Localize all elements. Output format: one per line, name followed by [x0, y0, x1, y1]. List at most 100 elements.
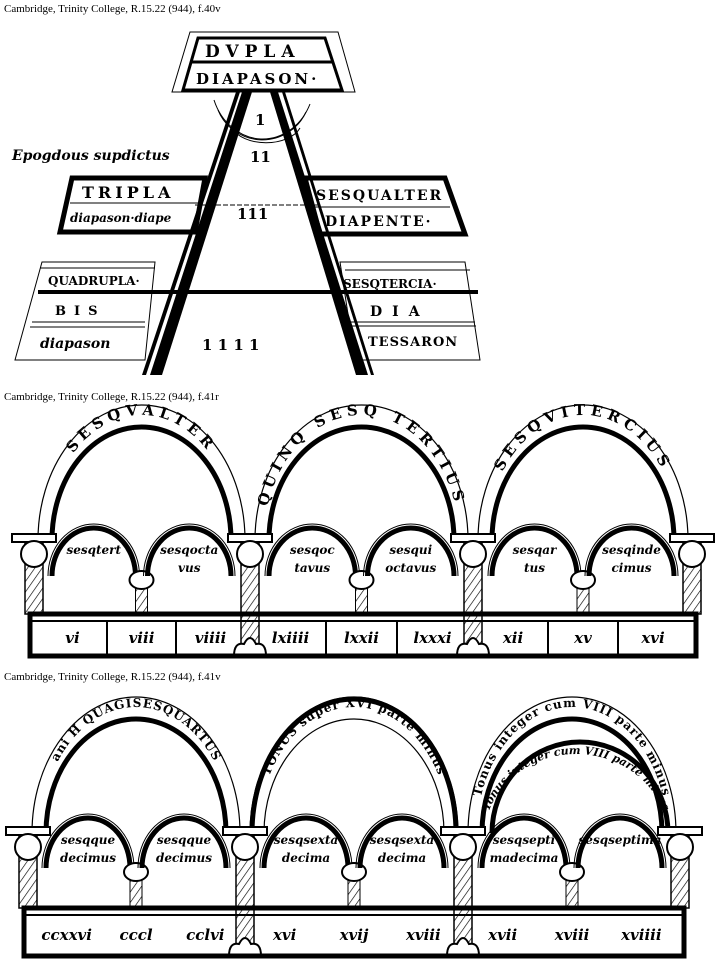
- small-arch-label: madecima: [490, 851, 559, 865]
- big-arch-outer: [37, 404, 246, 541]
- small-arch-inner: [266, 525, 358, 577]
- small-arch-label: sesqocta: [160, 543, 218, 557]
- big-arch-outer: [477, 404, 689, 541]
- text-path: [259, 707, 449, 833]
- small-arch-label: sesqque: [157, 833, 212, 847]
- figure-caption-f41v: Cambridge, Trinity College, R.15.22 (944…: [4, 671, 221, 683]
- top-box: DVPLA DIAPASON·: [171, 31, 356, 93]
- small-arch-inner: [586, 525, 677, 577]
- top-box-line-1: DVPLA: [205, 42, 301, 62]
- small-arch-label: octavus: [385, 561, 436, 575]
- base-numeral: xvi: [640, 629, 665, 647]
- pyramid-diagram: DVPLA DIAPASON· 1 11 111 1 1 1 1 Epogdou…: [11, 31, 481, 375]
- base-numeral: viiii: [195, 629, 227, 647]
- small-arch-label: tavus: [294, 561, 330, 575]
- right-lower-line-2: DIA: [370, 304, 430, 320]
- small-arch-label: decimus: [156, 851, 212, 865]
- column-capital: [14, 833, 42, 861]
- left-middle-line-2: diapason·diape: [70, 211, 172, 225]
- small-arch-outer: [47, 523, 140, 577]
- column-capital: [666, 833, 694, 861]
- big-arch-label-text: QUINQ SESQ TERTIUS: [254, 401, 464, 508]
- small-arch-outer: [259, 813, 353, 869]
- right-lower-box: SESQTERCIA· DIA TESSARON: [339, 261, 481, 361]
- small-arch-outer: [363, 523, 459, 577]
- big-arch-label: TONUS super XVI parte minus: [259, 696, 449, 777]
- small-arch-outer: [137, 813, 231, 869]
- big-arch-thick: [249, 696, 459, 834]
- big-arch-inner: [49, 424, 234, 541]
- big-arch-label: QUINQ SESQ TERTIUS: [254, 401, 469, 508]
- column-capital: [449, 833, 477, 861]
- base-numeral: cclvi: [186, 926, 225, 944]
- big-arch-inner: [43, 716, 229, 834]
- big-arch-inner: [263, 718, 445, 834]
- small-arch-inner: [575, 815, 665, 869]
- small-arch-inner: [49, 525, 138, 577]
- small-arch-outer: [41, 813, 135, 869]
- left-lower-box: QUADRUPLA· BIS diapason: [14, 261, 156, 361]
- top-box-line-2: DIAPASON·: [196, 70, 319, 88]
- small-arch-label: decima: [378, 851, 426, 865]
- base-band: [21, 905, 687, 959]
- base-numeral: ccxxvi: [41, 926, 92, 944]
- column-capital: [459, 540, 487, 568]
- small-arch-label: tus: [524, 561, 545, 575]
- column-capital: [678, 540, 706, 568]
- small-arch-inner: [43, 815, 133, 869]
- small-arch-inner: [489, 525, 580, 577]
- base-numeral: xvii: [487, 926, 517, 944]
- base-numeral: lxxxi: [413, 629, 452, 647]
- left-middle-box: TRIPLA diapason·diape: [56, 175, 209, 235]
- left-lower-line-1: QUADRUPLA·: [48, 274, 140, 288]
- small-arch-inner: [365, 525, 457, 577]
- inner-arch: [489, 739, 671, 834]
- numeral-3: 111: [237, 205, 268, 223]
- base-band: [27, 611, 699, 659]
- column-capital: [236, 540, 264, 568]
- left-middle-line-1: TRIPLA: [82, 183, 174, 202]
- small-arch-label: sesqque: [61, 833, 116, 847]
- base-numeral: xviii: [405, 926, 441, 944]
- epogdous-note: Epogdous supdictus: [11, 148, 170, 164]
- base-numeral: lxiiii: [272, 629, 310, 647]
- small-arch-inner: [139, 815, 229, 869]
- big-arch-outer: [254, 404, 469, 541]
- small-arch-label: sesqseptima: [579, 833, 662, 847]
- right-middle-line-1: SESQUALTER: [316, 188, 443, 204]
- small-arch-outer: [143, 523, 236, 577]
- right-middle-line-2: DIAPENTE·: [325, 214, 433, 230]
- right-middle-box: SESQUALTER DIAPENTE·: [301, 175, 469, 237]
- small-arch-label: vus: [178, 561, 201, 575]
- big-arch-inner: [489, 424, 677, 541]
- base-numeral: xii: [502, 629, 524, 647]
- base-numeral: xvi: [272, 926, 297, 944]
- small-arch-label: sesqinde: [602, 543, 661, 557]
- column-base: [455, 637, 491, 657]
- base-numeral: xviiii: [620, 926, 662, 944]
- big-arch-outer: [31, 696, 241, 834]
- column-base: [445, 937, 481, 957]
- small-arch-inner: [479, 815, 569, 869]
- arcade-figure-2: ani H QUAGISESQUARTUSsesqquedecimussesqq…: [5, 696, 703, 959]
- small-arch-outer: [584, 523, 679, 577]
- small-arch-outer: [573, 813, 667, 869]
- numeral-2: 11: [250, 148, 271, 166]
- base-numeral: xviii: [554, 926, 590, 944]
- base-numeral: viii: [129, 629, 155, 647]
- figure-caption-f41r: Cambridge, Trinity College, R.15.22 (944…: [4, 391, 219, 403]
- base-numeral: vi: [65, 629, 80, 647]
- text-path: [41, 707, 231, 833]
- column-base: [232, 637, 268, 657]
- numeral-1: 1: [255, 111, 265, 129]
- big-arch-label-text: TONUS super XVI parte minus: [259, 696, 448, 777]
- big-arch-inner: [266, 424, 457, 541]
- small-arch-inner: [357, 815, 447, 869]
- base-numeral: lxxii: [344, 629, 379, 647]
- small-arch-label: sesqar: [513, 543, 558, 557]
- numeral-4: 1 1 1 1: [202, 336, 259, 354]
- small-arch-label: decima: [282, 851, 330, 865]
- base-numeral: cccl: [119, 926, 152, 944]
